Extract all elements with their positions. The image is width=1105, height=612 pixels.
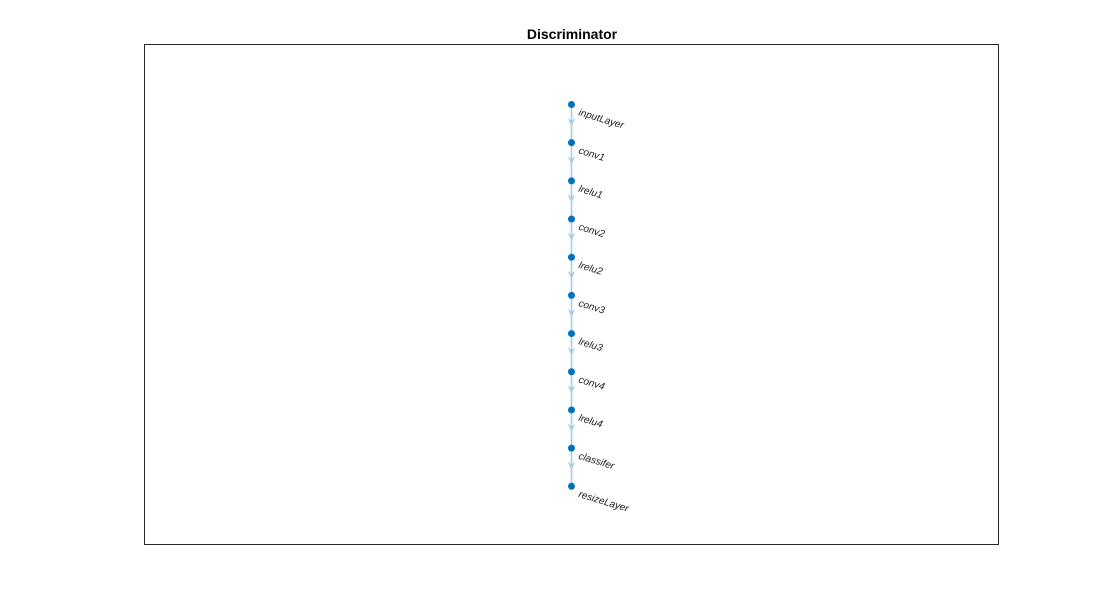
graph-node-lrelu4 [568,406,575,414]
arrowhead-down-icon [567,118,576,127]
graph-node-label: inputLayer [577,107,626,131]
graph-node-lrelu2 [568,253,575,261]
graph-node-label: resizeLayer [577,489,630,515]
graph-node-inputLayer [568,101,575,108]
graph-node-label: lrelu2 [577,260,604,278]
graph-node-label: lrelu4 [577,413,604,431]
arrowhead-down-icon [567,232,576,242]
graph-node-label: conv3 [577,298,606,316]
arrowhead-down-icon [567,194,576,203]
arrowhead-down-icon [567,461,576,471]
graph-node-lrelu1 [568,177,575,185]
graph-node-resizeLayer [568,482,575,490]
graph-node-label: lrelu3 [577,336,604,354]
graph-node-label: conv4 [577,375,606,393]
graph-node-conv4 [568,368,575,376]
graph-node-conv3 [568,291,575,299]
graph-node-lrelu3 [568,330,575,338]
graph-node-label: conv1 [577,146,606,164]
graph-node-label: conv2 [577,222,606,240]
plot-title: Discriminator [526,26,618,42]
arrowhead-down-icon [567,423,576,432]
graph-node-conv1 [568,139,575,147]
arrowhead-down-icon [567,385,576,394]
arrowhead-down-icon [567,270,576,280]
graph-node-label: lrelu1 [577,184,604,202]
graph-node-conv2 [568,215,575,223]
arrowhead-down-icon [567,156,576,165]
arrowhead-down-icon [567,308,576,318]
graph-node-classifer [568,444,575,452]
graph-node-label: classifer [577,451,616,472]
arrowhead-down-icon [567,347,576,356]
